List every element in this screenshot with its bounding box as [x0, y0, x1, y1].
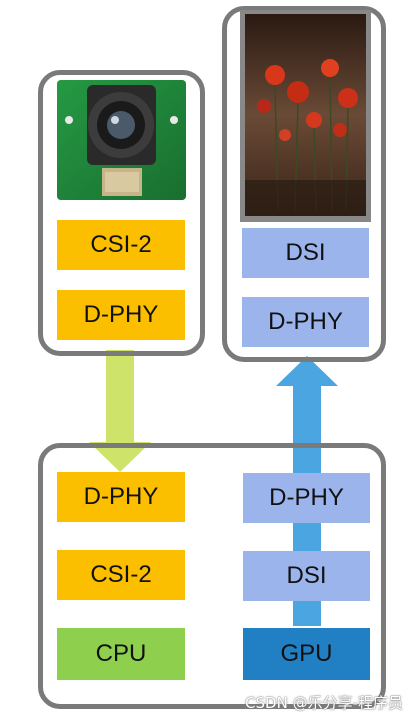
- camera-dphy-block: D-PHY: [57, 290, 185, 340]
- camera-board-image: [57, 80, 186, 200]
- camera-to-soc-arrow: [89, 350, 151, 472]
- soc-cpu-block: CPU: [57, 628, 185, 680]
- watermark-text: CSDN @乐分享-程序员: [245, 694, 403, 712]
- soc-gpu-block: GPU: [243, 628, 370, 680]
- soc-dsi-block: DSI: [243, 551, 370, 601]
- soc-frame: [38, 443, 386, 709]
- display-screen-image: [240, 10, 371, 222]
- display-module-frame: [222, 6, 386, 362]
- display-dphy-block: D-PHY: [242, 297, 369, 347]
- soc-csi2-block: CSI-2: [57, 550, 185, 600]
- soc-dphy-tx-block: D-PHY: [243, 473, 370, 523]
- camera-csi2-block: CSI-2: [57, 220, 185, 270]
- soc-dphy-rx-block: D-PHY: [57, 472, 185, 522]
- camera-module-frame: [38, 70, 205, 356]
- display-dsi-block: DSI: [242, 228, 369, 278]
